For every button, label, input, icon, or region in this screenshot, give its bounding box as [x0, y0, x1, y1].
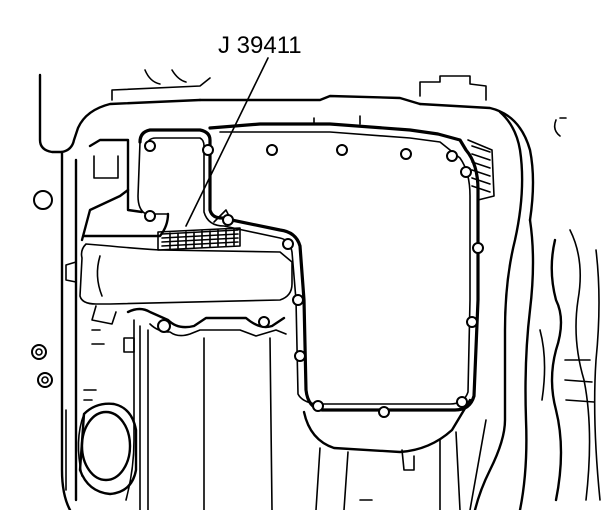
- bolt-holes: [144, 140, 484, 418]
- transmission-case: [38, 69, 601, 510]
- oil-pan-gasket: [137, 115, 495, 412]
- j-39411-tool: [157, 57, 269, 251]
- detail-marks: [65, 389, 373, 501]
- case-bolt-bosses: [31, 190, 77, 388]
- lower-housing: [91, 305, 487, 510]
- valve-body-cover: [79, 138, 293, 305]
- oil-filter: [77, 402, 138, 496]
- callout-label-j-39411: J 39411: [218, 32, 302, 59]
